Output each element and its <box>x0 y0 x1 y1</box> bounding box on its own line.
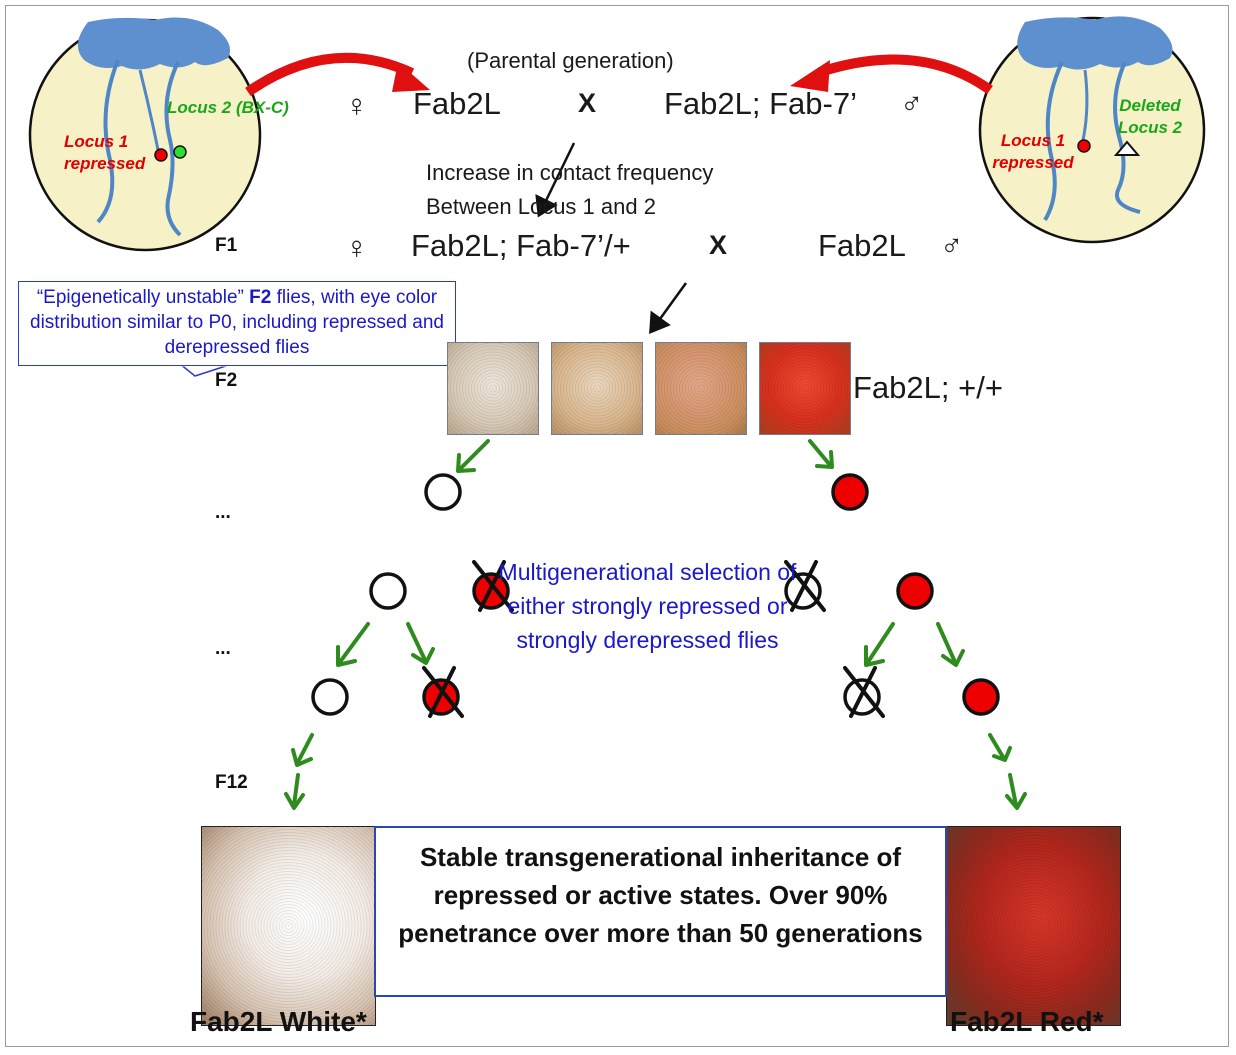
locus1-dot <box>1077 139 1091 153</box>
left-locus2-label: Locus 2 (BX-C) <box>167 98 289 117</box>
black-arrow-1 <box>535 142 576 218</box>
cross2-x: X <box>709 230 728 260</box>
cross1-male-genotype: Fab2L; Fab-7’ <box>664 86 857 121</box>
contact-line1: Increase in contact frequency <box>426 160 714 185</box>
deletion-triangle <box>1113 140 1141 156</box>
contact-line2: Between Locus 1 and 2 <box>426 194 656 219</box>
f2-eye-image-2 <box>551 342 643 435</box>
fly-circles <box>311 473 1000 716</box>
right-locus1-label: Locus 1 repressed <box>992 131 1074 172</box>
selection-text: Multigenerational selection of either st… <box>498 559 797 653</box>
f2-genotype: Fab2L; +/+ <box>853 370 1003 405</box>
f2-eye-image-1 <box>447 342 539 435</box>
female-symbol-f1: ♀ <box>345 230 369 265</box>
parental-generation-label: (Parental generation) <box>467 48 674 73</box>
cross2-male-genotype: Fab2L <box>818 228 906 263</box>
cross2-female-genotype: Fab2L; Fab-7’/+ <box>411 228 631 263</box>
ellipsis-2: ... <box>215 638 231 659</box>
epigenetic-callout: “Epigenetically unstable” F2 flies, with… <box>18 281 456 366</box>
cross-out-marks <box>422 560 885 718</box>
gen-f1-label: F1 <box>215 235 238 256</box>
red-eye-image <box>946 826 1121 1026</box>
black-arrow-2 <box>649 282 688 335</box>
left-nucleus <box>28 17 262 252</box>
male-symbol: ♂ <box>900 86 924 121</box>
white-line-label: Fab2L White* <box>190 1006 367 1037</box>
cross1-x: X <box>578 88 597 118</box>
f2-eye-image-4 <box>759 342 851 435</box>
red-arrow-left <box>245 52 415 97</box>
locus1-dot <box>154 148 168 162</box>
locus2-dot <box>173 145 187 159</box>
white-eye-image <box>201 826 376 1026</box>
red-arrow-right <box>818 54 993 95</box>
ellipsis-1: ... <box>215 502 231 523</box>
right-locus2-label: Deleted Locus 2 <box>1117 96 1183 137</box>
stable-inheritance-box: Stable transgenerational inheritance of … <box>374 826 947 997</box>
gen-f2-label: F2 <box>215 370 238 391</box>
f2-eye-image-3 <box>655 342 747 435</box>
red-line-label: Fab2L Red* <box>950 1006 1104 1037</box>
right-nucleus <box>978 16 1206 244</box>
figure-frame <box>5 5 1229 1047</box>
left-locus1-label: Locus 1 repressed <box>64 132 146 173</box>
gen-f12-label: F12 <box>215 772 248 793</box>
male-symbol-f1: ♂ <box>940 228 964 263</box>
green-arrows <box>284 439 1027 810</box>
cross1-female-genotype: Fab2L <box>413 86 501 121</box>
female-symbol: ♀ <box>345 88 369 123</box>
